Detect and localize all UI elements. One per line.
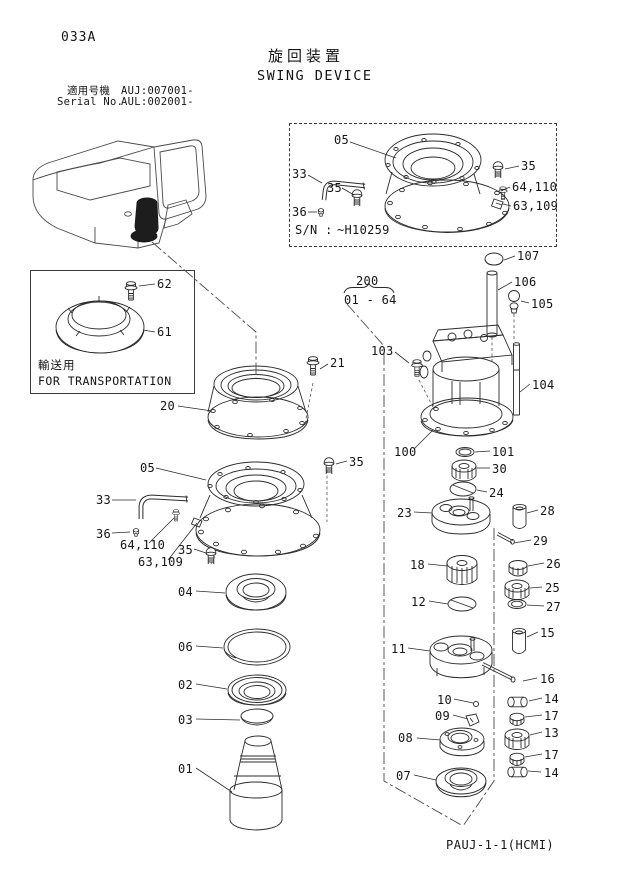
callout-20: 20 xyxy=(160,399,176,413)
callout-01: 01 xyxy=(178,762,194,776)
callout-23: 23 xyxy=(397,506,413,520)
callout-64-110-main: 64,110 xyxy=(120,538,166,552)
callout-04: 04 xyxy=(178,585,194,599)
callout-25: 25 xyxy=(545,581,561,595)
part-05-housing-drawing xyxy=(133,457,335,565)
part-01-shaft-drawing xyxy=(229,735,283,831)
sn-inset-drawing xyxy=(318,133,510,233)
callout-06: 06 xyxy=(178,640,194,654)
transport-cover-drawing xyxy=(55,281,145,354)
callout-02: 02 xyxy=(178,678,194,692)
transport-caption-en: FOR TRANSPORTATION xyxy=(38,374,172,388)
page-title-english: SWING DEVICE xyxy=(257,68,373,84)
part-03-cup-drawing xyxy=(240,708,274,726)
callout-16: 16 xyxy=(540,672,556,686)
callout-33-inset: 33 xyxy=(292,167,308,181)
callout-18: 18 xyxy=(410,558,426,572)
applicable-machine-label: 適用号機 xyxy=(67,85,111,97)
part-02-seal-drawing xyxy=(227,674,287,706)
part-06-ring-drawing xyxy=(223,628,291,666)
serial-no-value: AUL:002001- xyxy=(121,96,194,108)
callout-21: 21 xyxy=(330,356,346,370)
callout-101: 101 xyxy=(492,445,515,459)
callout-12: 12 xyxy=(411,595,427,609)
callout-36-main: 36 xyxy=(96,527,112,541)
callout-35-main-b: 35 xyxy=(349,455,365,469)
callout-62: 62 xyxy=(157,277,173,291)
callout-03: 03 xyxy=(178,713,194,727)
callout-15: 15 xyxy=(540,626,556,640)
callout-28: 28 xyxy=(540,504,556,518)
callout-05-inset: 05 xyxy=(334,133,350,147)
callout-13: 13 xyxy=(544,726,560,740)
callout-103: 103 xyxy=(371,344,394,358)
callout-08: 08 xyxy=(398,731,414,745)
assembly-axis-lines xyxy=(210,314,515,565)
applicable-machine-value: AUJ:007001- xyxy=(121,85,194,97)
serial-no-label: Serial No. xyxy=(57,96,124,108)
callout-61: 61 xyxy=(157,325,173,339)
callout-36-inset: 36 xyxy=(292,205,308,219)
planetary-parts-drawing xyxy=(429,447,530,798)
callout-09: 09 xyxy=(435,709,451,723)
assembly-boundary-lines xyxy=(151,241,495,827)
callout-26: 26 xyxy=(546,557,562,571)
page-title-japanese: 旋回装置 xyxy=(268,47,345,65)
group-item-range: 01 - 64 xyxy=(344,293,397,307)
callout-17-b: 17 xyxy=(544,748,560,762)
callout-104: 104 xyxy=(532,378,555,392)
callout-100: 100 xyxy=(394,445,417,459)
callout-30: 30 xyxy=(492,462,508,476)
serial-number-inset-box xyxy=(289,123,557,247)
callout-14-a: 14 xyxy=(544,692,560,706)
callout-10: 10 xyxy=(437,693,453,707)
leader-lines xyxy=(111,141,545,793)
excavator-drawing xyxy=(32,139,207,249)
callout-63-109-inset: 63,109 xyxy=(513,199,559,213)
callout-29: 29 xyxy=(533,534,549,548)
callout-63-109-main: 63,109 xyxy=(138,555,184,569)
sheet-code: 033A xyxy=(61,30,97,45)
callout-35-inset-a: 35 xyxy=(327,181,343,195)
callout-24: 24 xyxy=(489,486,505,500)
part-04-bearing-drawing xyxy=(225,573,287,611)
transportation-inset-box xyxy=(30,270,195,394)
callout-17-a: 17 xyxy=(544,709,560,723)
callout-11: 11 xyxy=(391,642,407,656)
drawing-code: PAUJ-1-1(HCMI) xyxy=(446,838,555,852)
callout-07: 07 xyxy=(396,769,412,783)
callout-35-main-a: 35 xyxy=(178,543,194,557)
callout-05-main: 05 xyxy=(140,461,156,475)
callout-107: 107 xyxy=(517,249,540,263)
part-20-ring-drawing xyxy=(207,356,320,440)
callout-64-110-inset: 64,110 xyxy=(512,180,558,194)
group-number: 200 xyxy=(356,274,379,288)
callout-106: 106 xyxy=(514,275,537,289)
callout-27: 27 xyxy=(546,600,562,614)
sn-label: S/N : xyxy=(295,223,333,237)
transport-caption-jp: 輸送用 xyxy=(38,358,76,372)
group-200-brace xyxy=(343,282,395,294)
callout-35-inset-b: 35 xyxy=(521,159,537,173)
sn-value: ~H10259 xyxy=(337,223,390,237)
callout-14-b: 14 xyxy=(544,766,560,780)
callout-105: 105 xyxy=(531,297,554,311)
part-100-motor-drawing xyxy=(411,252,520,437)
callout-33-main: 33 xyxy=(96,493,112,507)
